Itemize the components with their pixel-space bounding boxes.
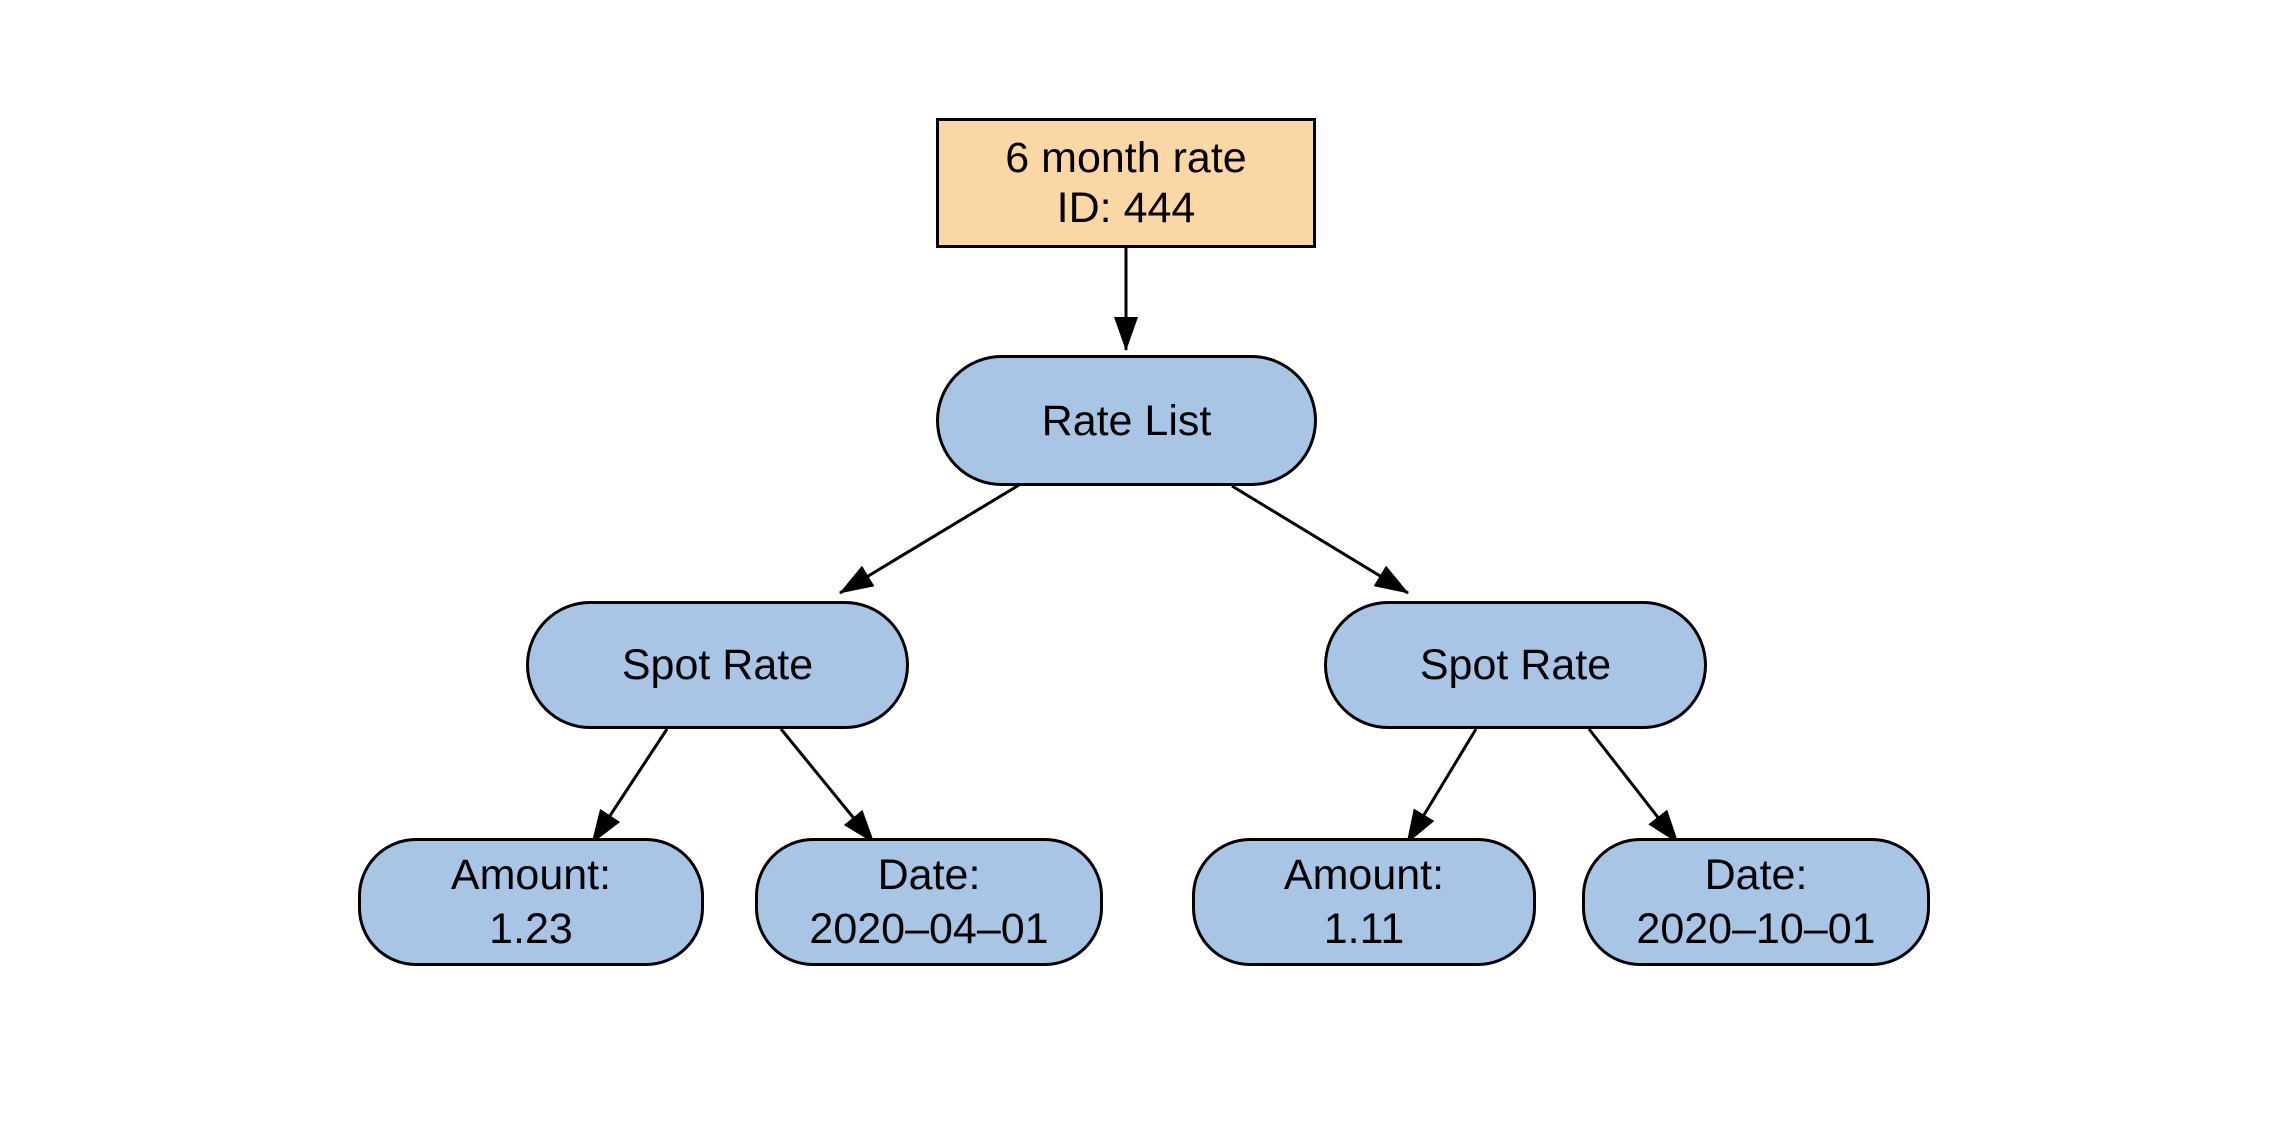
amount-left-key: Amount: [450, 851, 612, 899]
node-spot-rate-left: Spot Rate [526, 601, 909, 729]
root-title: 6 month rate [1005, 134, 1247, 182]
edge-spot-right-to-amount-right [1405, 728, 1478, 844]
date-left-key: Date: [877, 851, 981, 899]
node-root-6-month-rate: 6 month rate ID: 444 [936, 118, 1316, 248]
edge-rate-list-to-spot-left [839, 483, 1020, 595]
date-left-value: 2020–04–01 [809, 905, 1049, 953]
edge-rate-list-to-spot-right [1231, 484, 1409, 595]
node-amount-left: Amount: 1.23 [358, 838, 704, 966]
edge-spot-left-to-amount-left [590, 728, 669, 844]
node-date-left: Date: 2020–04–01 [755, 838, 1103, 966]
date-right-value: 2020–10–01 [1636, 905, 1876, 953]
spot-rate-right-label: Spot Rate [1419, 641, 1612, 689]
spot-rate-left-label: Spot Rate [621, 641, 814, 689]
amount-left-value: 1.23 [489, 905, 573, 953]
edge-spot-right-to-date-right [1587, 728, 1680, 844]
amount-right-key: Amount: [1283, 851, 1445, 899]
edge-spot-left-to-date-left [779, 728, 876, 844]
date-right-key: Date: [1704, 851, 1808, 899]
node-amount-right: Amount: 1.11 [1192, 838, 1536, 966]
amount-right-value: 1.11 [1323, 905, 1405, 953]
rate-list-label: Rate List [1041, 396, 1212, 445]
node-spot-rate-right: Spot Rate [1324, 601, 1707, 729]
node-rate-list: Rate List [936, 355, 1317, 486]
node-date-right: Date: 2020–10–01 [1582, 838, 1930, 966]
root-id: ID: 444 [1056, 184, 1196, 232]
